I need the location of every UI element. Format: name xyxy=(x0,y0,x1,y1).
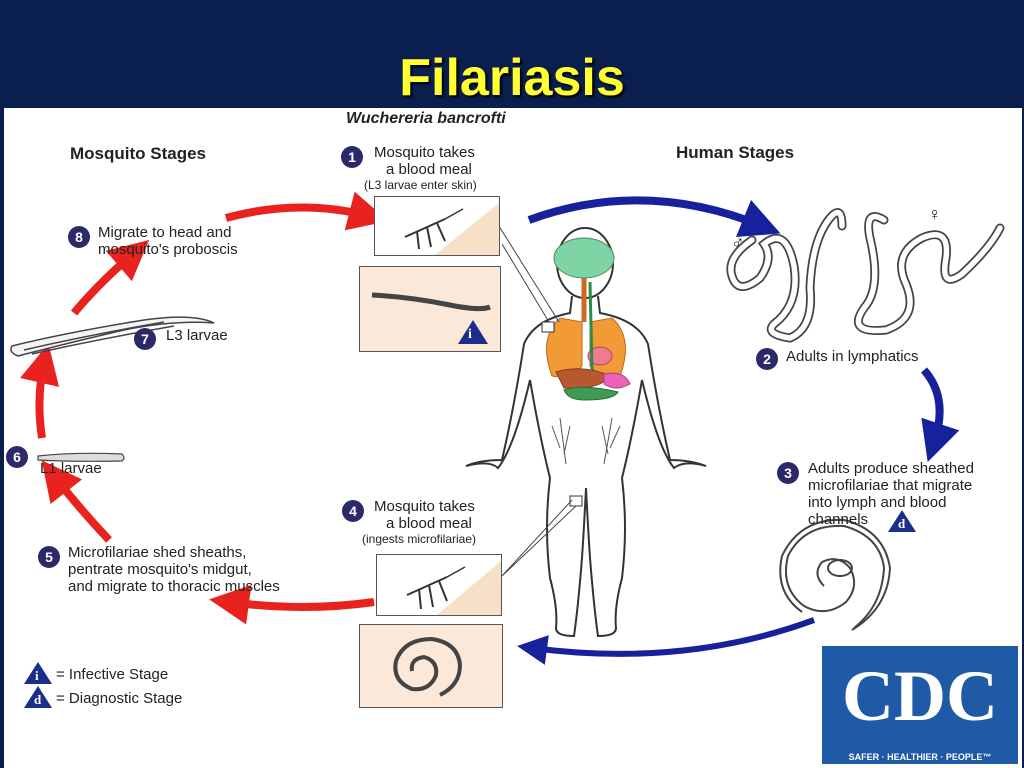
diagnostic-stage-marker-3: d xyxy=(888,510,916,532)
brain xyxy=(553,237,615,279)
step-3-label-line1: Adults produce sheathed xyxy=(808,460,974,477)
arrow-5-to-6 xyxy=(41,460,112,543)
step-2-badge: 2 xyxy=(756,348,778,370)
step-1-note: (L3 larvae enter skin) xyxy=(364,178,477,192)
arrow-1-to-2 xyxy=(527,196,781,237)
cdc-logo-word: CDC xyxy=(842,656,998,736)
step-1-badge: 1 xyxy=(341,146,363,168)
step-4-note: (ingests microfilariae) xyxy=(362,532,477,546)
life-cycle-diagram: 1 Mosquito takes a blood meal (L3 larvae… xyxy=(4,108,1022,768)
step-5-badge: 5 xyxy=(38,546,60,568)
mosquito-icon xyxy=(404,203,499,255)
diagram-subtitle: Wuchereria bancrofti xyxy=(346,110,506,127)
legend-infective-icon: i xyxy=(24,662,52,684)
l3-larva-illustration xyxy=(10,316,215,357)
mosquito-icon-2 xyxy=(406,561,501,615)
step-3-label-line4: channels xyxy=(808,511,869,528)
arrow-2-to-3 xyxy=(920,367,960,462)
human-stages-header: Human Stages xyxy=(676,143,795,162)
l3-larva-box-illustration xyxy=(371,292,491,312)
mosquito-feeding-box-1 xyxy=(374,196,500,256)
slide-title: Filariasis xyxy=(399,49,625,107)
mosquito-feeding-box-4 xyxy=(376,554,502,616)
step-6-badge: 6 xyxy=(6,446,28,468)
male-symbol: ♂ xyxy=(731,232,745,252)
step-4-label-line1: Mosquito takes xyxy=(374,498,475,515)
step-8-label-line2: mosquito's proboscis xyxy=(98,241,238,258)
step-4-badge: 4 xyxy=(342,500,364,522)
cdc-logo: CDC SAFER · HEALTHIER · PEOPLE™ xyxy=(822,646,1018,764)
step-1-label-line2: a blood meal xyxy=(386,161,472,178)
step-6-label: L1 larvae xyxy=(40,460,102,477)
step-8-label-line1: Migrate to head and xyxy=(98,224,232,241)
arrow-8-to-1 xyxy=(224,191,389,231)
step-4-label-line2: a blood meal xyxy=(386,515,472,532)
step-7-label: L3 larvae xyxy=(166,327,228,344)
arrow-3-to-4 xyxy=(517,617,816,665)
microfilaria-illustration xyxy=(779,518,892,631)
skin-site-marker xyxy=(541,321,555,333)
mosquito-stages-header: Mosquito Stages xyxy=(70,144,207,163)
arrow-7-to-8 xyxy=(70,239,150,316)
heart xyxy=(587,346,613,366)
step-7-badge: 7 xyxy=(134,328,156,350)
intestines xyxy=(563,386,619,401)
legend: i = Infective Stage d = Diagnostic Stage xyxy=(24,660,244,710)
step-1-label-line1: Mosquito takes xyxy=(374,144,475,161)
adult-worms-illustration-inner xyxy=(728,209,1003,341)
microfilaria-box xyxy=(359,624,503,708)
l1-larva-illustration xyxy=(37,452,125,462)
stomach xyxy=(603,372,631,389)
esophagus xyxy=(588,281,594,371)
blood-site-marker xyxy=(569,495,583,507)
diagram-graphics xyxy=(10,191,1005,665)
step-3-label-line2: microfilariae that migrate xyxy=(808,477,973,494)
arrow-6-to-7 xyxy=(20,343,60,439)
step-3-label-line3: into lymph and blood xyxy=(808,494,947,511)
lymphatic-vessels xyxy=(551,417,621,465)
step-5-label-line1: Microfilariae shed sheaths, xyxy=(68,544,247,561)
female-symbol: ♀ xyxy=(928,204,942,224)
step-5-label-line3: and migrate to thoracic muscles xyxy=(68,578,280,595)
legend-infective-label: = Infective Stage xyxy=(56,666,169,683)
step-5-label-line2: pentrate mosquito's midgut, xyxy=(68,561,252,578)
infective-stage-marker: i xyxy=(458,320,488,344)
legend-diagnostic-icon: d xyxy=(24,686,52,708)
legend-diagnostic-label: = Diagnostic Stage xyxy=(56,690,183,707)
cdc-logo-tagline: SAFER · HEALTHIER · PEOPLE™ xyxy=(848,752,992,762)
step-2-label: Adults in lymphatics xyxy=(786,348,919,365)
step-8-badge: 8 xyxy=(68,226,90,248)
arrow-4-to-5 xyxy=(209,584,375,625)
microfilaria-box-illustration xyxy=(393,636,463,697)
step-3-badge: 3 xyxy=(777,462,799,484)
